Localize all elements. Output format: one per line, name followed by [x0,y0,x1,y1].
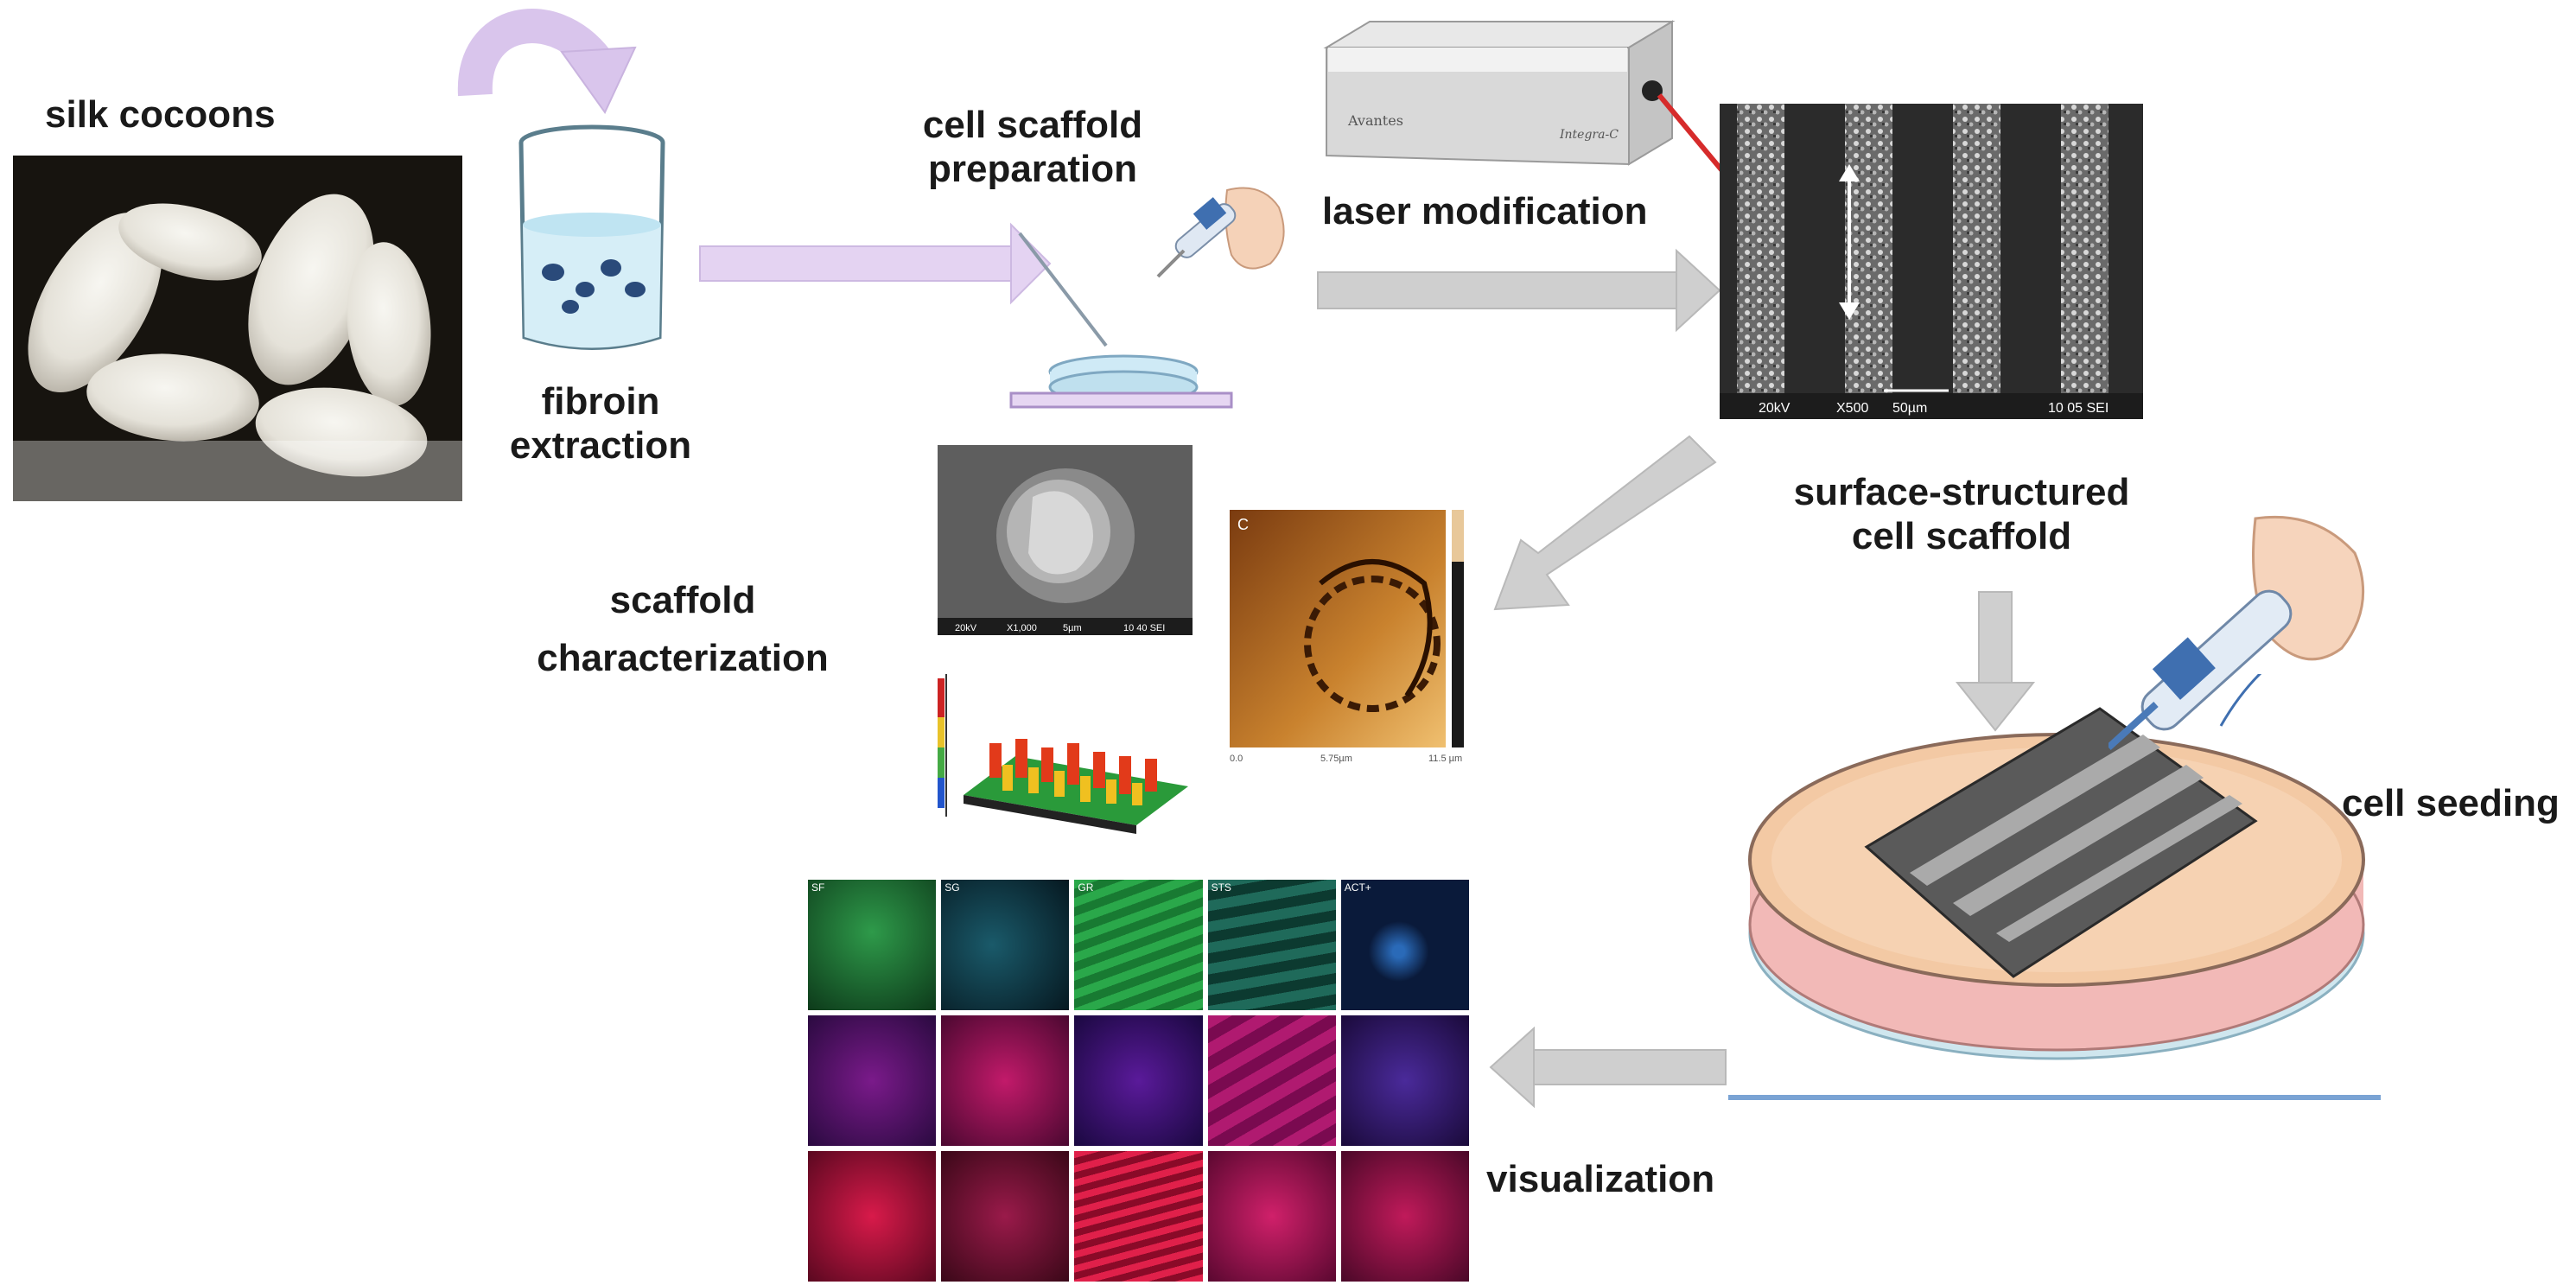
laser-modification-label: laser modification [1322,190,1648,232]
arrow-dish-to-visualization [1489,1026,1727,1109]
scaffold-prep-line2: preparation [927,147,1138,190]
grid-cell: SF [808,880,937,1010]
sem-small-kv: 20kV [955,623,977,633]
afm-scale-mid: 5.75µm [1320,754,1352,764]
sem-small-id: 10 40 SEI [1123,623,1165,633]
grid-header: SF [811,881,825,894]
surface-line1: surface-structured [1793,471,2130,513]
sem-mag: X500 [1836,401,1868,416]
petri-dish-small-icon [1009,232,1233,409]
fibroin-label-line1: fibroin [541,380,660,423]
afm-image: C 0.0 5.75µm 11.5 µm [1225,506,1476,765]
grid-header: ACT+ [1344,881,1371,894]
svg-text:Integra-C: Integra-C [1559,128,1619,142]
arrow-laser-to-characterization [1493,435,1717,611]
svg-text:Avantes: Avantes [1347,112,1403,129]
grid-cell [1207,1151,1336,1282]
grid-cell [808,1015,937,1146]
scaffold-prep-label: cell scaffold preparation [894,104,1171,191]
afm-scale-right: 11.5 µm [1428,754,1462,764]
surface-line2: cell scaffold [1851,514,2072,557]
laser-machine: Avantes Integra-C [1323,20,1724,173]
beaker-icon [518,124,665,350]
scaffold-prep-line1: cell scaffold [922,104,1143,146]
grid-cell: GR [1074,880,1203,1010]
surface-3d-plot [929,657,1205,843]
surface-structured-label: surface-structured cell scaffold [1780,471,2143,558]
grid-header: STS [1211,881,1231,894]
grid-header: GR [1078,881,1094,894]
visualization-label: visualization [1486,1158,1715,1200]
grid-cell: STS [1207,880,1336,1010]
arrow-scaffold-to-laser [1317,248,1721,333]
sem-id: 10 05 SEI [2048,401,2109,416]
petri-dish-large [1748,674,2365,1060]
grid-cell [941,1015,1070,1146]
grid-cell [1074,1015,1203,1146]
sem-kv: 20kV [1759,401,1790,416]
cell-seeding-label: cell seeding [2342,782,2560,824]
characterization-line2: characterization [537,636,829,679]
cocoons-photo [13,156,462,501]
grid-cell: ACT+ [1340,880,1469,1010]
arrow-fibroin-to-scaffold [699,222,1052,305]
grid-header: SG [945,881,960,894]
grid-cell [1340,1015,1469,1146]
characterization-line1: scaffold [609,579,756,621]
grid-cell: SG [941,880,1070,1010]
sem-small-mag: X1,000 [1007,623,1037,633]
grid-cell [941,1151,1070,1282]
pipette-hand-icon [1156,187,1285,278]
grid-cell [1340,1151,1469,1282]
sem-cell-image: 20kV X1,000 5µm 10 40 SEI [938,445,1193,635]
characterization-label: scaffold characterization [518,579,847,680]
sem-grooves-image: 20kV X500 50µm 10 05 SEI [1720,104,2143,419]
grid-cell [1074,1151,1203,1282]
fluorescence-grid: SF SG GR STS ACT+ [808,880,1469,1282]
silk-cocoons-label: silk cocoons [45,93,276,136]
fibroin-label-line2: extraction [509,423,692,467]
curved-arrow-head [560,46,637,114]
sem-small-scale: 5µm [1063,623,1082,633]
sem-scale: 50µm [1892,401,1927,416]
grid-cell [808,1151,937,1282]
afm-corner: C [1237,516,1249,533]
scaffold-sheet [1864,707,2258,978]
arrow-into-dish [1955,591,2036,732]
afm-scale-left: 0.0 [1230,754,1243,764]
grid-cell [1207,1015,1336,1146]
fibroin-label: fibroin extraction [493,380,709,468]
pipette-hand-large [2109,515,2365,750]
curved-arrow [457,9,610,97]
